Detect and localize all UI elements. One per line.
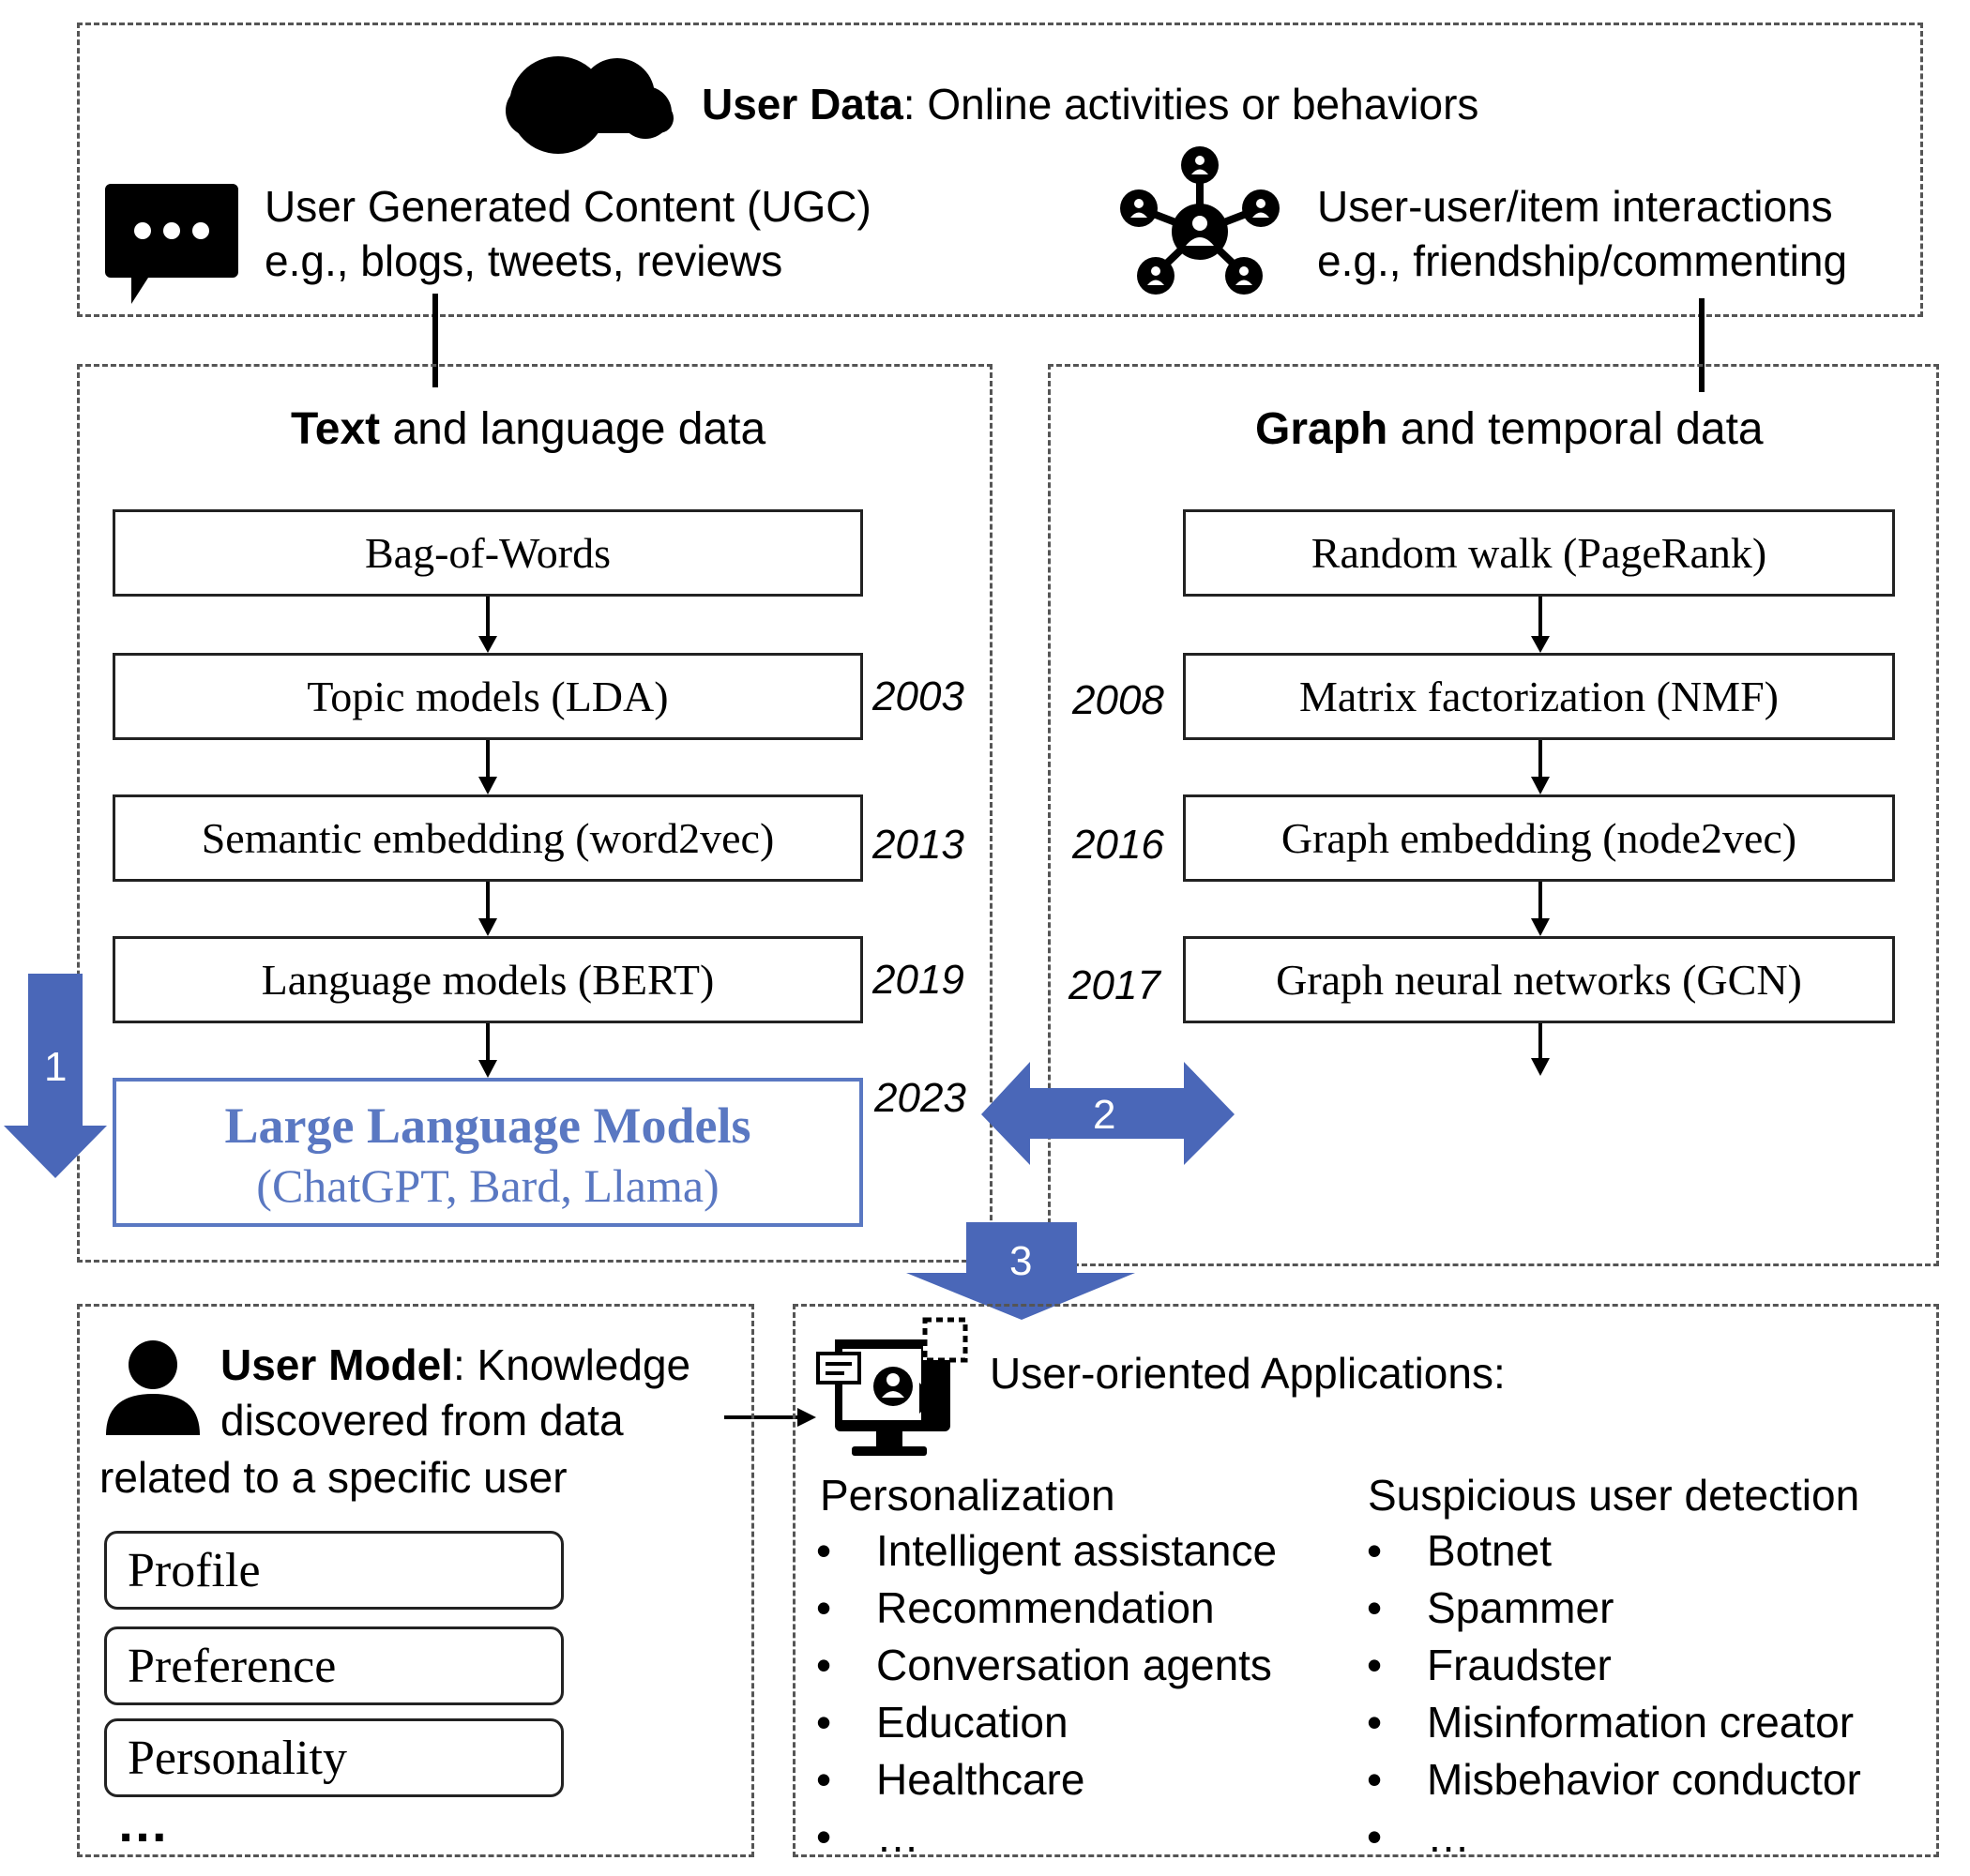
user-model-item-preference: Preference xyxy=(104,1626,564,1705)
llm-box: Large Language Models (ChatGPT, Bard, Ll… xyxy=(113,1078,863,1227)
text-panel-title: Text and language data xyxy=(291,403,765,455)
list-item-text: Conversation agents xyxy=(876,1641,1272,1689)
list-item: •Conversation agents xyxy=(816,1637,1277,1694)
text-panel xyxy=(77,364,993,1263)
list-item-text: Misbehavior conductor xyxy=(1427,1755,1861,1804)
list-item-text: … xyxy=(876,1812,919,1861)
graph-panel-title: Graph and temporal data xyxy=(1255,403,1764,455)
year-2017: 2017 xyxy=(1068,962,1160,1008)
text-panel-title-bold: Text xyxy=(291,404,381,454)
arrow-2-label: 2 xyxy=(1093,1092,1116,1138)
interactions-line1: User-user/item interactions xyxy=(1317,182,1833,231)
list-item: •… xyxy=(816,1808,1277,1866)
applications-panel xyxy=(793,1304,1939,1857)
user-model-item-personality: Personality xyxy=(104,1718,564,1797)
graph-step-gnn: Graph neural networks (GCN) xyxy=(1183,936,1895,1023)
user-model-title-bold: User Model xyxy=(220,1340,453,1389)
graph-panel-title-bold: Graph xyxy=(1255,404,1388,454)
personalization-heading: Personalization xyxy=(820,1471,1115,1520)
user-model-line1: User Model: Knowledge xyxy=(220,1339,690,1390)
list-item: •Healthcare xyxy=(816,1751,1277,1808)
text-step-semantic-embedding: Semantic embedding (word2vec) xyxy=(113,794,863,882)
connector-text xyxy=(432,294,438,387)
text-step-language-models: Language models (BERT) xyxy=(113,936,863,1023)
user-model-panel xyxy=(77,1304,754,1857)
year-2019: 2019 xyxy=(872,957,964,1003)
interactions-line2: e.g., friendship/commenting xyxy=(1317,236,1848,285)
list-item-text: … xyxy=(1427,1812,1470,1861)
list-item: •Intelligent assistance xyxy=(816,1522,1277,1580)
ugc-line1: User Generated Content (UGC) xyxy=(265,182,871,231)
personalization-list: •Intelligent assistance •Recommendation … xyxy=(816,1522,1277,1866)
user-model-line2: discovered from data xyxy=(220,1396,624,1445)
suspicious-list: •Botnet •Spammer •Fraudster •Misinformat… xyxy=(1367,1522,1861,1866)
list-item: •Spammer xyxy=(1367,1580,1861,1637)
list-item-text: Spammer xyxy=(1427,1583,1614,1632)
list-item: •… xyxy=(1367,1808,1861,1866)
user-data-rest: : Online activities or behaviors xyxy=(902,80,1479,129)
list-item: •Fraudster xyxy=(1367,1637,1861,1694)
graph-panel xyxy=(1048,364,1939,1266)
connector-graph xyxy=(1699,298,1705,392)
list-item: •Recommendation xyxy=(816,1580,1277,1637)
year-2016: 2016 xyxy=(1072,822,1164,868)
list-item-text: Healthcare xyxy=(876,1755,1085,1804)
user-data-bold: User Data xyxy=(702,80,903,129)
year-2008: 2008 xyxy=(1072,677,1164,723)
year-2023: 2023 xyxy=(874,1075,966,1121)
text-step-topic-models: Topic models (LDA) xyxy=(113,653,863,740)
list-item-text: Intelligent assistance xyxy=(876,1526,1278,1575)
text-panel-title-rest: and language data xyxy=(380,404,766,454)
list-item: •Misinformation creator xyxy=(1367,1694,1861,1751)
list-item-text: Botnet xyxy=(1427,1526,1552,1575)
list-item: •Education xyxy=(816,1694,1277,1751)
llm-title: Large Language Models xyxy=(224,1097,751,1154)
list-item-text: Education xyxy=(876,1698,1068,1747)
year-2003: 2003 xyxy=(872,673,964,719)
applications-title: User-oriented Applications: xyxy=(990,1349,1506,1398)
ugc-line2: e.g., blogs, tweets, reviews xyxy=(265,236,783,285)
user-data-heading: User Data: Online activities or behavior… xyxy=(702,79,1478,129)
list-item-text: Recommendation xyxy=(876,1583,1215,1632)
text-step-bag-of-words: Bag-of-Words xyxy=(113,509,863,597)
graph-step-graph-embedding: Graph embedding (node2vec) xyxy=(1183,794,1895,882)
suspicious-heading: Suspicious user detection xyxy=(1368,1471,1860,1520)
llm-subtitle: (ChatGPT, Bard, Llama) xyxy=(256,1159,720,1212)
user-data-panel xyxy=(77,23,1923,317)
list-item: •Botnet xyxy=(1367,1522,1861,1580)
graph-step-random-walk: Random walk (PageRank) xyxy=(1183,509,1895,597)
user-model-title-rest: : Knowledge xyxy=(452,1340,691,1389)
list-item-text: Fraudster xyxy=(1427,1641,1612,1689)
graph-step-matrix-factorization: Matrix factorization (NMF) xyxy=(1183,653,1895,740)
list-item: •Misbehavior conductor xyxy=(1367,1751,1861,1808)
arrow-1-label: 1 xyxy=(44,1044,68,1090)
graph-panel-title-rest: and temporal data xyxy=(1387,404,1764,454)
user-model-item-profile: Profile xyxy=(104,1531,564,1610)
user-model-more: … xyxy=(116,1793,169,1853)
arrow-3-label: 3 xyxy=(1009,1238,1033,1284)
year-2013: 2013 xyxy=(872,822,964,868)
list-item-text: Misinformation creator xyxy=(1427,1698,1855,1747)
user-model-line3: related to a specific user xyxy=(99,1453,568,1502)
